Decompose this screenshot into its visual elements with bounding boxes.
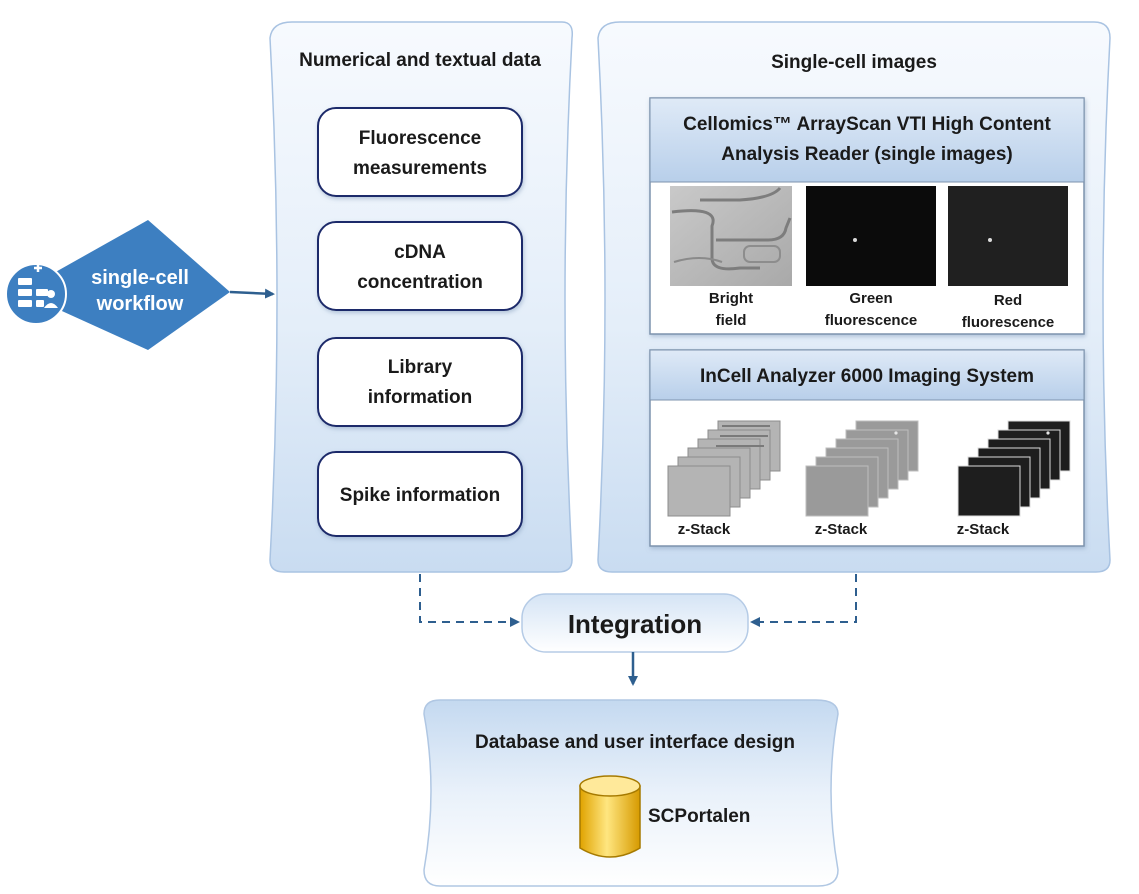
red-fluorescence-image [948, 186, 1068, 286]
svg-text:cDNA: cDNA [394, 242, 446, 263]
cell-spot [894, 431, 898, 435]
item-library-information: Library information [317, 337, 523, 427]
images-to-integration-arrow [750, 574, 857, 627]
single-cell-workflow: single-cell workflow [5, 220, 230, 350]
incell-title: InCell Analyzer 6000 Imaging System [700, 366, 1034, 387]
channel-lines [716, 425, 770, 447]
integration-label: Integration [568, 609, 702, 639]
svg-text:measurements: measurements [353, 158, 487, 179]
caption-red: Red [994, 292, 1022, 309]
caption-bright: Bright [709, 290, 753, 307]
item-fluorescence-measurements: Fluorescence measurements [317, 107, 523, 197]
arrayscan-title-line1: Cellomics™ ArrayScan VTI High Content [683, 114, 1051, 135]
z-stack-slice [667, 465, 731, 517]
z-stack-green [805, 420, 919, 517]
green-fluorescence-image [806, 186, 936, 286]
database-label: SCPortalen [648, 806, 750, 827]
caption-green-fluorescence: fluorescence [825, 312, 918, 329]
svg-text:Spike information: Spike information [340, 485, 500, 506]
caption-z-stack-2: z-Stack [815, 521, 868, 538]
z-stack-slice [805, 465, 869, 517]
numerical-to-integration-arrow [419, 574, 520, 627]
svg-text:information: information [368, 387, 473, 408]
svg-text:Library: Library [388, 357, 453, 378]
numerical-title: Numerical and textual data [299, 50, 541, 71]
item-spike-information: Spike information [317, 451, 523, 537]
svg-text:Fluorescence: Fluorescence [359, 128, 482, 149]
caption-z-stack-3: z-Stack [957, 521, 1010, 538]
images-title: Single-cell images [771, 52, 937, 73]
workflow-label-line2: workflow [96, 293, 184, 315]
caption-z-stack-1: z-Stack [678, 521, 731, 538]
database-cylinder-icon [579, 775, 641, 858]
workflow-diamond [20, 220, 230, 350]
integration-box: Integration [521, 593, 749, 653]
database-section: Database and user interface design SCPor… [423, 699, 839, 887]
database-title: Database and user interface design [475, 732, 795, 753]
z-stack-red [957, 420, 1071, 517]
cell-spot [1046, 431, 1050, 435]
caption-red-fluorescence: fluorescence [962, 314, 1055, 331]
caption-field: field [716, 312, 747, 329]
workflow-icon [5, 263, 67, 325]
caption-green: Green [849, 290, 892, 307]
bright-field-image [670, 186, 792, 286]
numerical-data-column: Numerical and textual data Fluorescence … [269, 21, 574, 573]
item-cdna-concentration: cDNA concentration [317, 221, 523, 311]
arrayscan-title-line2: Analysis Reader (single images) [721, 144, 1012, 165]
incell-panel: InCell Analyzer 6000 Imaging System z-St… [649, 349, 1085, 547]
z-stack-slice [957, 465, 1021, 517]
z-stack-brightfield [667, 420, 781, 517]
workflow-label-line1: single-cell [91, 267, 189, 289]
arrayscan-panel: Cellomics™ ArrayScan VTI High Content An… [649, 97, 1085, 335]
workflow-arrow [229, 288, 275, 299]
single-cell-images-column: Single-cell images Cellomics™ ArrayScan … [597, 21, 1111, 573]
svg-text:concentration: concentration [357, 272, 483, 293]
